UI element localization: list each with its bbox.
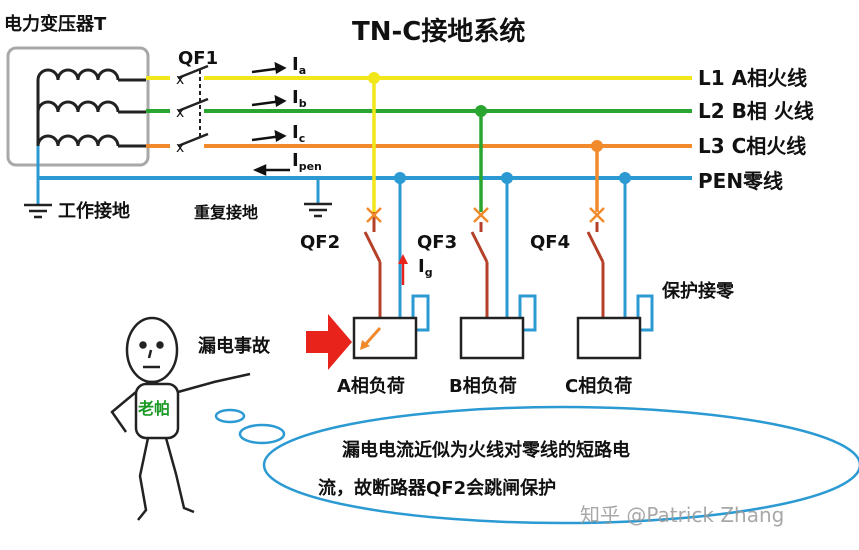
branch-a	[352, 72, 430, 360]
stick-person	[110, 316, 251, 521]
ground-symbol-work	[24, 178, 52, 219]
transformer	[6, 46, 150, 178]
qf1-mark-3: x	[176, 140, 184, 156]
current-ig: Ig	[418, 256, 433, 279]
branch-c	[576, 140, 654, 360]
fault-arrow	[306, 314, 352, 370]
transformer-label: 电力变压器T	[4, 13, 107, 35]
qf3-label: QF3	[417, 232, 457, 253]
fault-label: 漏电事故	[198, 335, 271, 357]
label-l3: L3 C相火线	[698, 134, 806, 158]
qf2-label: QF2	[300, 232, 340, 253]
current-ic: Ic	[292, 122, 305, 145]
current-ia: Ia	[292, 54, 306, 77]
label-pen: PEN零线	[698, 169, 783, 193]
bubble-text-line2: 流，故断路器QF2会跳闸保护	[318, 477, 556, 499]
diagram-title: TN-C接地系统	[352, 16, 525, 47]
person-label: 老帕	[137, 399, 170, 418]
ground-repeat-label: 重复接地	[194, 203, 258, 222]
branch-b	[459, 105, 537, 360]
qf1-label: QF1	[178, 48, 218, 69]
qf4-label: QF4	[530, 232, 570, 253]
load-b-label: B相负荷	[449, 375, 517, 397]
load-a-label: A相负荷	[337, 375, 405, 397]
current-ib: Ib	[292, 87, 307, 110]
watermark: 知乎 @Patrick Zhang	[580, 503, 784, 527]
qf1-mark-2: x	[176, 105, 184, 121]
bubble-text-line1: 漏电电流近似为火线对零线的短路电	[342, 439, 630, 461]
ground-symbol-repeat	[304, 178, 332, 218]
qf1-breaker	[170, 64, 222, 154]
ground-work-label: 工作接地	[58, 200, 130, 222]
protective-zeroing-label: 保护接零	[661, 280, 735, 302]
leak-current-arrow	[398, 254, 408, 285]
load-c-label: C相负荷	[565, 375, 632, 397]
thought-bubble	[214, 405, 859, 525]
label-l1: L1 A相火线	[698, 66, 807, 90]
current-ipen: Ipen	[292, 150, 322, 173]
current-arrows	[251, 61, 290, 176]
qf1-mark-1: x	[176, 72, 184, 88]
label-l2: L2 B相 火线	[698, 99, 814, 123]
